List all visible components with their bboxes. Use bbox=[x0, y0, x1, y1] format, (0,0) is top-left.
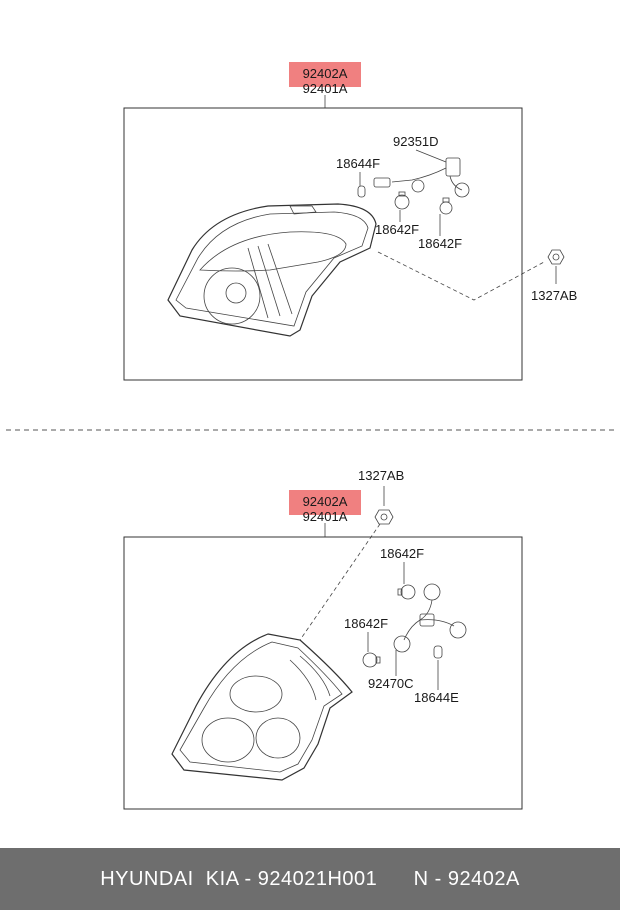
footer-bar: HYUNDAI KIA - 924021H001 N - 92402A bbox=[0, 848, 620, 910]
footer-spacer bbox=[377, 868, 413, 891]
bottom-tail-lamp[interactable] bbox=[171, 633, 353, 781]
bottom-bulb-left[interactable] bbox=[362, 652, 381, 668]
bottom-bulb-top[interactable] bbox=[397, 584, 416, 600]
bottom-highlighted-part-label[interactable]: 92402A bbox=[303, 494, 348, 509]
top-nut[interactable] bbox=[547, 249, 565, 265]
top-assembly-part-label[interactable]: 92401A bbox=[303, 81, 348, 96]
top-frame bbox=[123, 107, 523, 381]
bottom-frame bbox=[123, 536, 523, 810]
footer-brand-part: HYUNDAI KIA - 924021H001 bbox=[100, 867, 378, 890]
bottom-nut-dashed-leader bbox=[299, 523, 381, 641]
top-bulb-2-label[interactable]: 18642F bbox=[418, 236, 462, 251]
top-bulb-1-label[interactable]: 18642F bbox=[375, 222, 419, 237]
bottom-socket-harness[interactable] bbox=[393, 583, 467, 653]
bottom-diagram: 1327AB 92402A 92401A bbox=[123, 468, 523, 810]
top-bulb-1[interactable] bbox=[394, 191, 410, 210]
bottom-nut-label[interactable]: 1327AB bbox=[358, 468, 404, 483]
bottom-socket-label[interactable]: 92470C bbox=[368, 676, 414, 691]
top-socket-assembly[interactable] bbox=[373, 157, 470, 198]
bottom-bulb-top-label[interactable]: 18642F bbox=[380, 546, 424, 561]
top-nut-dashed-leader bbox=[377, 251, 545, 301]
bottom-bulb-small[interactable] bbox=[433, 645, 443, 659]
top-bulb-small[interactable] bbox=[357, 185, 366, 198]
top-socket-label[interactable]: 92351D bbox=[393, 134, 439, 149]
bottom-bulb-small-label[interactable]: 18644E bbox=[414, 690, 459, 705]
top-socket-leader bbox=[415, 149, 447, 163]
top-highlight-box[interactable] bbox=[289, 62, 361, 87]
bottom-nut[interactable] bbox=[374, 509, 394, 525]
top-highlighted-part-label[interactable]: 92402A bbox=[303, 66, 348, 81]
footer-ref-part: N - 92402A bbox=[413, 867, 520, 890]
bottom-bulb-left-label[interactable]: 18642F bbox=[344, 616, 388, 631]
top-tail-lamp[interactable] bbox=[167, 203, 377, 337]
top-bulb-2[interactable] bbox=[439, 197, 453, 215]
top-bulb-small-label[interactable]: 18644F bbox=[336, 156, 380, 171]
bottom-highlight-box[interactable] bbox=[289, 490, 361, 515]
top-nut-label[interactable]: 1327AB bbox=[531, 288, 577, 303]
top-diagram: 92402A 92401A bbox=[123, 62, 577, 381]
bottom-assembly-part-label[interactable]: 92401A bbox=[303, 509, 348, 524]
